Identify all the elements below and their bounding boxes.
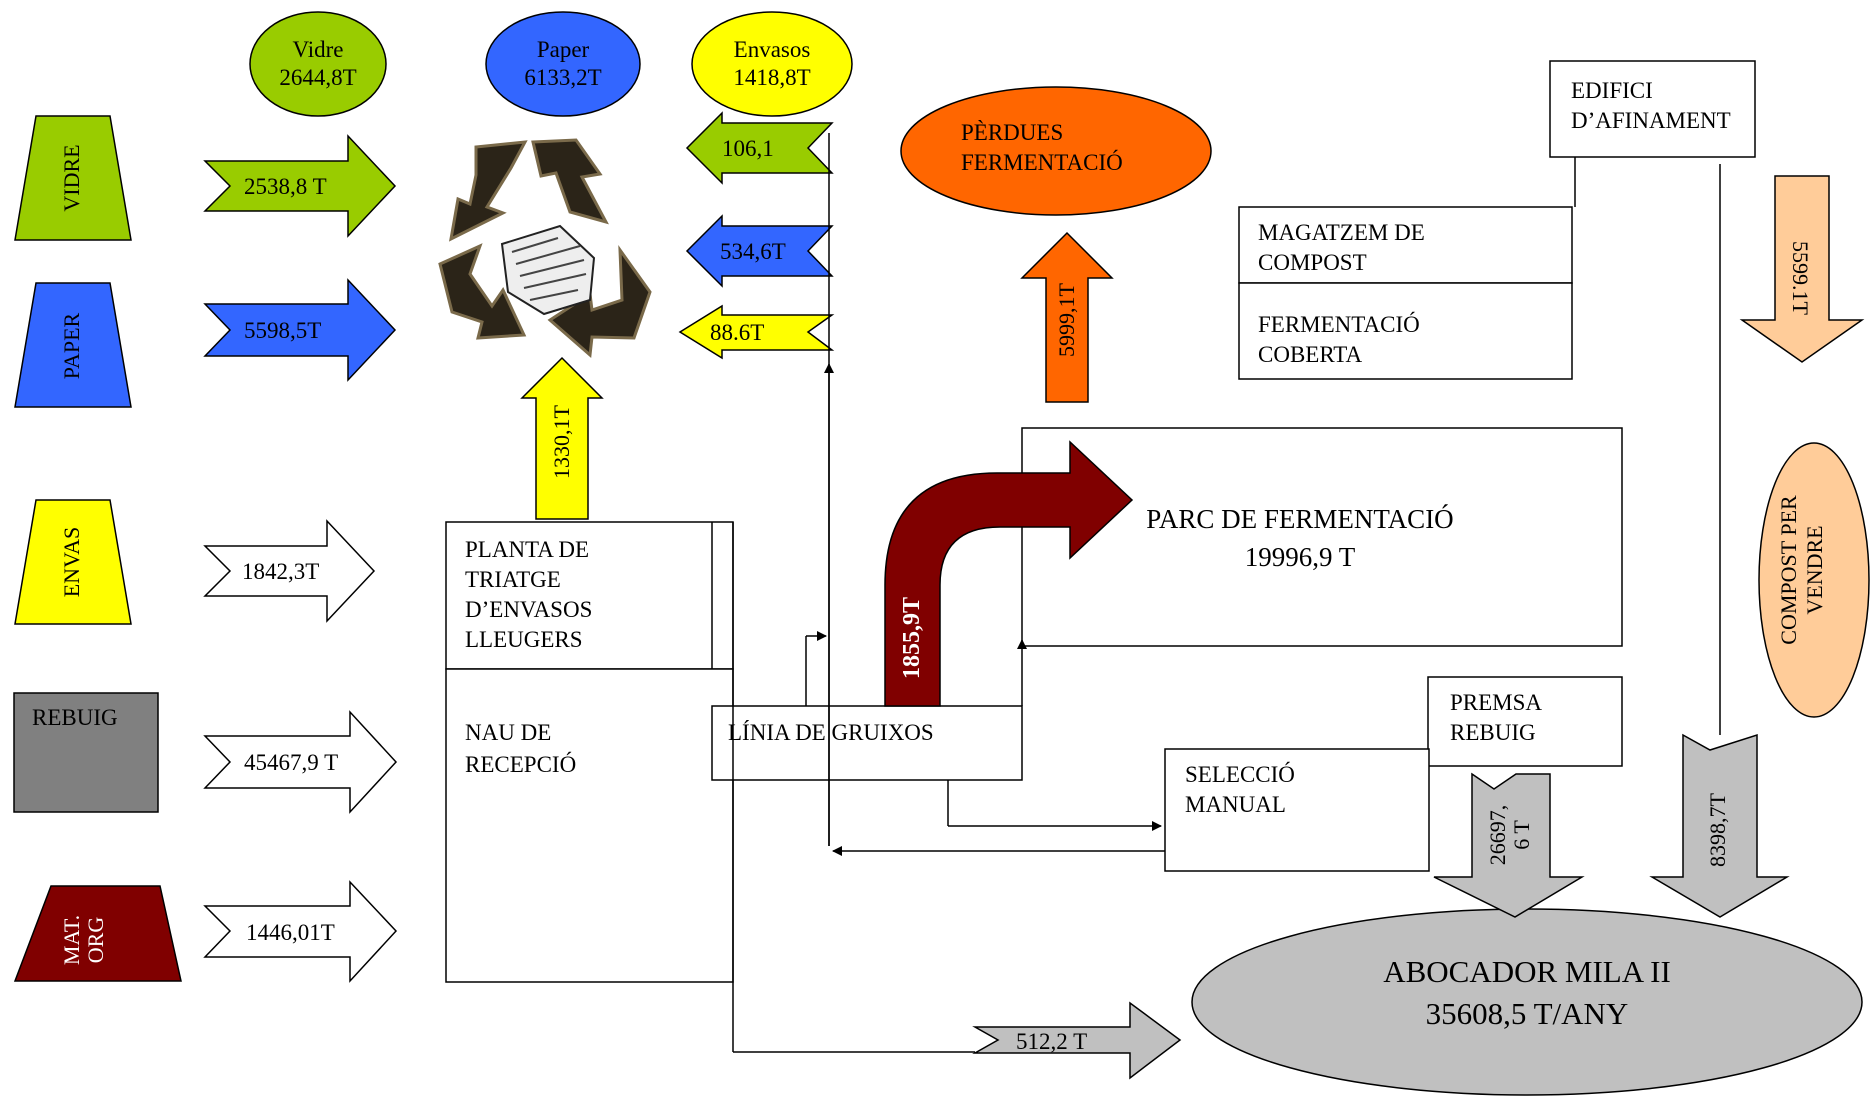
oval-compost [1758, 442, 1870, 718]
oval-perdues-line1: PÈRDUES [961, 120, 1064, 145]
oval-paper-name: Paper [536, 37, 590, 62]
box-planta-l1: PLANTA DE [465, 537, 590, 562]
box-nau [445, 668, 734, 983]
box-nau-line2: RECEPCIÓ [465, 752, 577, 777]
box-edifici-line1: EDIFICI [1571, 78, 1653, 103]
arrow-paper-in [203, 278, 397, 382]
oval-envasos-value: 1418,8T [733, 65, 811, 90]
oval-vidre-name: Vidre [292, 37, 344, 62]
arrow-afinament-down [1649, 733, 1790, 918]
box-nau-line1: NAU DE [465, 720, 552, 745]
oval-perdues [900, 86, 1212, 216]
flow-return-paper: 534,6T [720, 239, 786, 264]
box-fermentacio-line2: COBERTA [1258, 342, 1363, 367]
box-edifici [1549, 60, 1756, 158]
container-envas-label: ENVAS [59, 526, 84, 598]
flow-return-envas: 88.6T [710, 320, 765, 345]
box-fermentacio-line1: FERMENTACIÓ [1258, 312, 1420, 337]
oval-envasos [691, 11, 853, 117]
flow-premsa-down: 26697, 6 T [1485, 804, 1534, 866]
arrow-curve [884, 440, 1134, 707]
box-premsa-line1: PREMSA [1450, 690, 1543, 715]
arrow-rebuig-in [203, 710, 398, 814]
arrow-envas-in [203, 519, 376, 623]
container-rebuig [13, 692, 159, 813]
container-vidre [14, 115, 132, 241]
flow-envas-in: 1842,3T [242, 559, 320, 584]
container-envas [14, 499, 132, 625]
oval-abocador-line1: ABOCADOR MILA II [1383, 954, 1671, 989]
flow-triatge-up: 1330,1T [549, 405, 574, 479]
arrow-vidre-in [203, 134, 397, 238]
box-seleccio-line2: MANUAL [1185, 792, 1286, 817]
arrow-triatge-up [520, 356, 604, 520]
oval-perdues-line2: FERMENTACIÓ [961, 150, 1123, 175]
container-matorg-label: MAT.ORG [59, 914, 108, 966]
box-seleccio-line1: SELECCIÓ [1185, 762, 1295, 787]
box-linia-label: LÍNIA DE GRUIXOS [728, 720, 934, 745]
container-paper-label: PAPER [59, 312, 84, 380]
container-vidre-label: VIDRE [59, 144, 84, 212]
box-edifici-line2: D’AFINAMENT [1571, 108, 1731, 133]
arrow-bottom [972, 1001, 1182, 1080]
arrow-return-envas [678, 304, 835, 360]
flow-bottom: 512,2 T [1016, 1029, 1088, 1054]
flow-perdues-up: 5999,1T [1054, 283, 1079, 357]
oval-paper-value: 6133,2T [524, 65, 602, 90]
flow-compost-down: 5599.1T [1788, 241, 1813, 315]
flow-return-vidre: 106,1 [722, 136, 774, 161]
arrow-compost-down [1739, 175, 1865, 363]
recycle-icon [438, 138, 652, 359]
container-matorg [13, 885, 182, 982]
container-paper [14, 282, 132, 408]
box-fermentacio [1238, 282, 1573, 380]
box-parc-line2: 19996,9 T [1244, 542, 1356, 572]
oval-envasos-name: Envasos [733, 37, 811, 62]
box-linia [711, 705, 1023, 781]
box-premsa [1427, 676, 1623, 767]
oval-vidre [249, 11, 387, 117]
box-planta-l3: D’ENVASOS [465, 597, 593, 622]
box-parc [1021, 427, 1623, 647]
box-magatzem-line2: COMPOST [1258, 250, 1367, 275]
box-parc-line1: PARC DE FERMENTACIÓ [1146, 504, 1454, 534]
arrow-matorg-in [203, 880, 398, 983]
flow-afinament-down: 8398,7T [1705, 793, 1730, 867]
box-planta-l4: LLEUGERS [465, 627, 583, 652]
arrow-premsa-down [1433, 772, 1585, 918]
arrow-return-paper [685, 214, 834, 288]
box-magatzem [1238, 206, 1573, 284]
oval-paper [485, 11, 641, 117]
container-rebuig-label: REBUIG [32, 705, 118, 730]
box-premsa-line2: REBUIG [1450, 720, 1536, 745]
flow-paper-in: 5598,5T [244, 318, 322, 343]
box-magatzem-line1: MAGATZEM DE [1258, 220, 1425, 245]
box-planta-l2: TRIATGE [465, 567, 561, 592]
oval-abocador-line2: 35608,5 T/ANY [1425, 996, 1629, 1031]
flow-vidre-in: 2538,8 T [244, 174, 327, 199]
oval-vidre-value: 2644,8T [279, 65, 357, 90]
flow-rebuig-in: 45467,9 T [244, 750, 339, 775]
box-seleccio [1164, 748, 1430, 872]
arrow-perdues-up [1020, 231, 1114, 403]
flow-curve: 1855,9T [899, 596, 925, 680]
flow-matorg-in: 1446,01T [246, 920, 335, 945]
arrow-return-vidre [685, 111, 834, 185]
